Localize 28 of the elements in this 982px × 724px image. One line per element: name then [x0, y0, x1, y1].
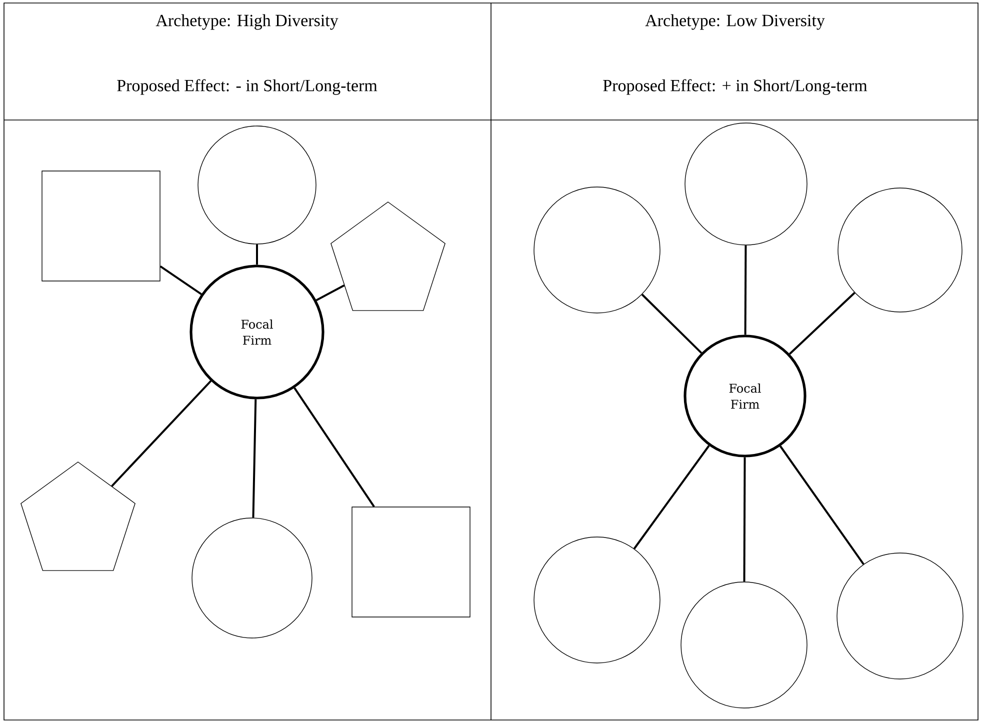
connector-line	[316, 284, 345, 302]
pentagon-shape	[330, 202, 446, 311]
circle-shape	[534, 536, 660, 664]
square-shape	[352, 506, 470, 618]
circle-shape	[684, 122, 808, 246]
circle-shape	[534, 186, 660, 314]
connector-line	[160, 266, 202, 295]
header-text: Proposed Effect: - in Short/Long-term	[117, 79, 378, 95]
connector-line	[641, 294, 702, 354]
header-text: Archetype: Low Diversity	[645, 14, 825, 30]
pentagon-shape	[20, 462, 136, 571]
circle-shape	[838, 188, 962, 312]
header-text: Archetype: High Diversity	[156, 14, 338, 30]
circle-shape	[198, 126, 316, 244]
connector-line	[252, 399, 257, 518]
connector-line	[744, 245, 747, 335]
square-shape	[42, 170, 160, 282]
connector-line	[633, 445, 710, 550]
connector-line	[743, 457, 746, 582]
connector-line	[780, 446, 864, 565]
connector-line	[294, 387, 375, 508]
circle-shape	[680, 582, 808, 708]
connector-line	[111, 380, 212, 487]
connector-line	[256, 244, 258, 265]
circle-shape	[836, 552, 964, 680]
header-text: Proposed Effect: + in Short/Long-term	[603, 79, 868, 95]
circle-shape	[192, 518, 312, 638]
connector-line	[788, 292, 856, 355]
